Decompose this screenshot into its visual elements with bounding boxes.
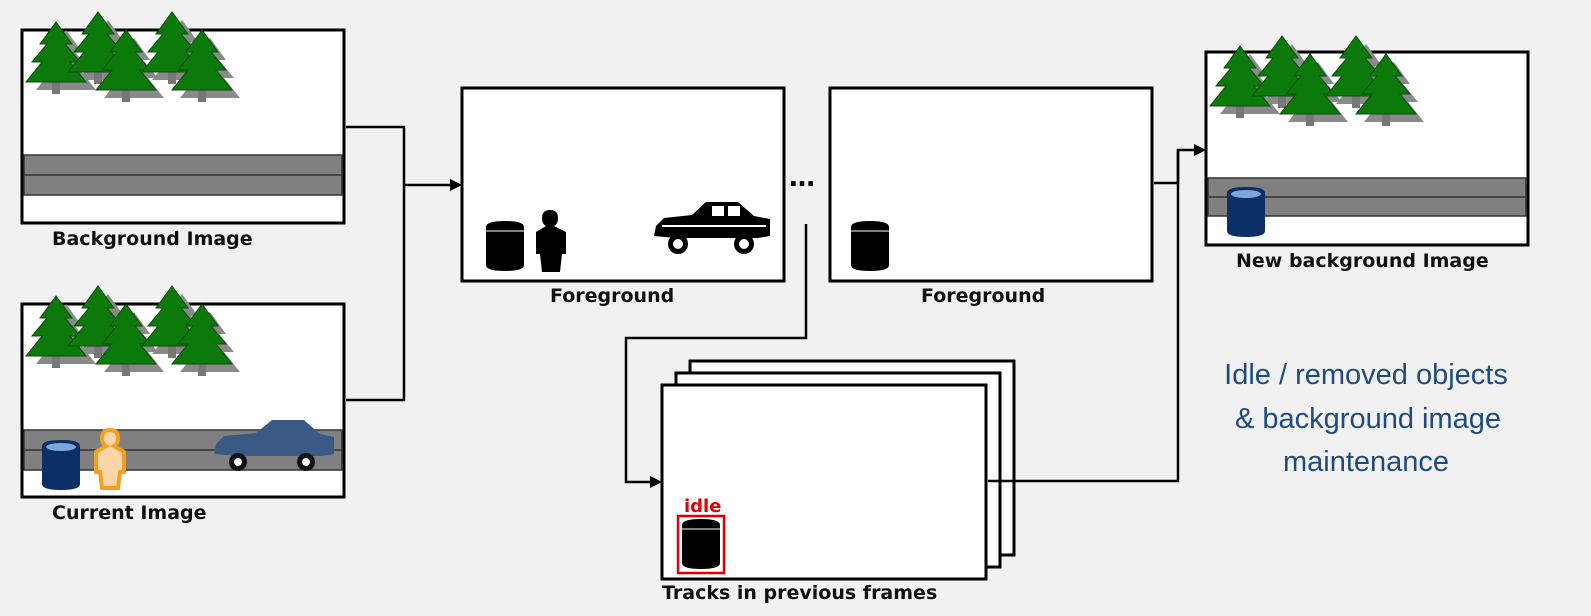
arrow-head-icon bbox=[450, 179, 462, 191]
input-connector bbox=[346, 125, 452, 402]
current-image-label: Current Image bbox=[52, 502, 207, 524]
barrel-blue-icon bbox=[42, 440, 80, 490]
barrel-silhouette-icon bbox=[851, 221, 889, 271]
caption-line-2: & background image bbox=[1235, 403, 1501, 435]
person-silhouette-icon bbox=[536, 210, 566, 272]
tracks-stack bbox=[660, 359, 1016, 581]
car-silhouette-icon bbox=[654, 202, 770, 254]
arrow-head-icon bbox=[650, 476, 662, 488]
barrel-silhouette-icon bbox=[682, 519, 720, 569]
background-image-label: Background Image bbox=[52, 228, 253, 250]
foreground-panel-2 bbox=[828, 86, 1154, 283]
foreground-panel-1 bbox=[460, 86, 786, 283]
foreground-to-tracks-connector bbox=[624, 224, 808, 484]
current-image-panel bbox=[20, 286, 346, 499]
idle-label: idle bbox=[684, 496, 721, 517]
foreground-label-1: Foreground bbox=[550, 285, 674, 307]
idle-bounding-box bbox=[676, 514, 726, 575]
car-blue-icon bbox=[214, 420, 334, 471]
new-background-label: New background Image bbox=[1236, 250, 1489, 272]
barrel-silhouette-icon bbox=[486, 221, 524, 271]
caption-line-1: Idle / removed objects bbox=[1224, 359, 1508, 391]
arrow-head-icon bbox=[1194, 144, 1206, 156]
to-new-background-connector bbox=[988, 148, 1196, 483]
new-background-panel bbox=[1204, 36, 1530, 247]
caption-line-3: maintenance bbox=[1283, 446, 1449, 478]
person-orange-icon bbox=[94, 427, 126, 490]
background-image-panel bbox=[20, 12, 346, 225]
barrel-blue-icon bbox=[1227, 187, 1265, 237]
ellipsis: … bbox=[789, 163, 815, 193]
tracks-label: Tracks in previous frames bbox=[662, 582, 937, 604]
foreground-label-2: Foreground bbox=[921, 285, 1045, 307]
